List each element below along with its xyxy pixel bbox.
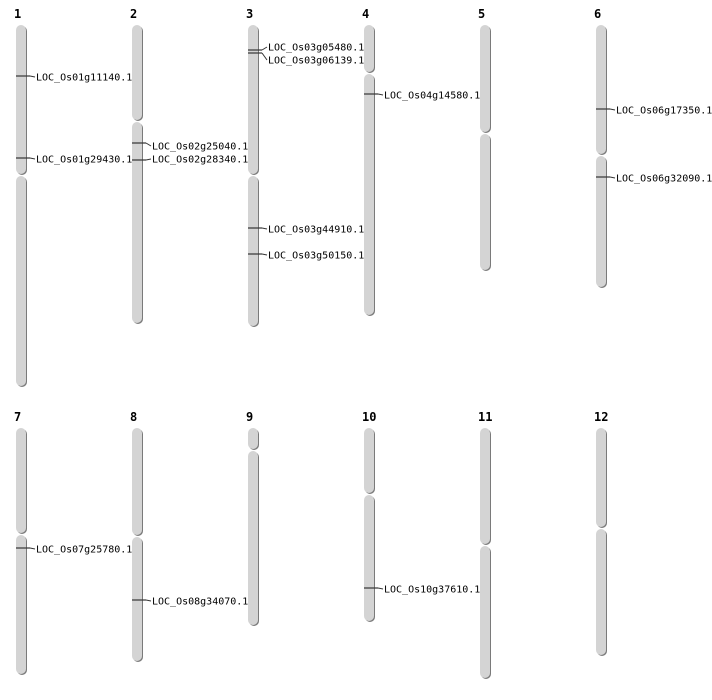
chromosome-long-arm <box>364 495 374 621</box>
gene-connector <box>377 587 384 590</box>
chromosome-long-arm <box>16 535 26 674</box>
chromosome-short-arm <box>16 25 26 174</box>
chromosome-long-arm <box>596 529 606 655</box>
gene-label: LOC_Os06g17350.1 <box>616 106 712 117</box>
gene-label: LOC_Os02g25040.1 <box>152 142 248 153</box>
chromosome-12: 12 <box>594 410 608 656</box>
gene-connector <box>261 253 268 256</box>
chromosome-label: 4 <box>362 7 369 21</box>
gene-label: LOC_Os10g37610.1 <box>384 585 480 596</box>
gene-label: LOC_Os01g29430.1 <box>36 155 132 166</box>
gene-label: LOC_Os03g05480.1 <box>268 43 364 54</box>
chromosome-long-arm <box>480 134 490 270</box>
gene-connector <box>145 142 152 147</box>
chromosome-label: 9 <box>246 410 253 424</box>
chromosome-long-arm <box>480 546 490 678</box>
chromosome-label: 5 <box>478 7 485 21</box>
gene-connector <box>261 227 268 230</box>
chromosome-short-arm <box>364 428 374 493</box>
gene-connector <box>29 75 36 78</box>
chromosome-long-arm <box>16 176 26 386</box>
gene-label: LOC_Os06g32090.1 <box>616 174 712 185</box>
chromosome-short-arm <box>248 25 258 174</box>
chromosome-label: 7 <box>14 410 21 424</box>
gene-label: LOC_Os03g44910.1 <box>268 225 364 236</box>
chromosome-long-arm <box>248 176 258 326</box>
chromosome-11: 11 <box>478 410 492 679</box>
gene-connector <box>261 52 268 61</box>
chromosome-label: 2 <box>130 7 137 21</box>
chromosome-short-arm <box>248 428 258 449</box>
gene-label: LOC_Os08g34070.1 <box>152 597 248 608</box>
gene-label: LOC_Os03g06139.1 <box>268 56 364 67</box>
chromosome-short-arm <box>480 25 490 132</box>
chromosome-label: 12 <box>594 410 608 424</box>
gene-label: LOC_Os01g11140.1 <box>36 73 132 84</box>
chromosome-3: 3LOC_Os03g05480.1LOC_Os03g06139.1LOC_Os0… <box>246 7 364 327</box>
gene-connector <box>29 157 36 160</box>
gene-connector <box>609 176 616 179</box>
chromosome-label: 6 <box>594 7 601 21</box>
chromosome-label: 3 <box>246 7 253 21</box>
gene-connector <box>145 599 152 602</box>
chromosome-long-arm <box>132 537 142 661</box>
chromosome-5: 5 <box>478 7 491 271</box>
chromosome-long-arm <box>596 156 606 287</box>
gene-connector <box>609 108 616 111</box>
gene-connector <box>145 158 152 161</box>
chromosome-short-arm <box>596 25 606 154</box>
gene-label: LOC_Os03g50150.1 <box>268 251 364 262</box>
gene-label: LOC_Os07g25780.1 <box>36 545 132 556</box>
chromosome-long-arm <box>132 122 142 323</box>
chromosome-short-arm <box>132 428 142 535</box>
chromosome-short-arm <box>132 25 142 120</box>
chromosome-short-arm <box>480 428 490 544</box>
gene-connector <box>29 547 36 550</box>
chromosome-short-arm <box>364 25 374 72</box>
chromosome-long-arm <box>364 74 374 315</box>
gene-connector <box>377 93 384 96</box>
chromosome-short-arm <box>596 428 606 527</box>
chromosome-short-arm <box>16 428 26 533</box>
chromosome-label: 1 <box>14 7 21 21</box>
gene-label: LOC_Os02g28340.1 <box>152 155 248 166</box>
chromosome-label: 10 <box>362 410 376 424</box>
chromosome-9: 9 <box>246 410 259 626</box>
chromosome-label: 11 <box>478 410 492 424</box>
gene-connector <box>261 46 268 51</box>
gene-label: LOC_Os04g14580.1 <box>384 91 480 102</box>
chromosome-long-arm <box>248 451 258 625</box>
chromosome-label: 8 <box>130 410 137 424</box>
